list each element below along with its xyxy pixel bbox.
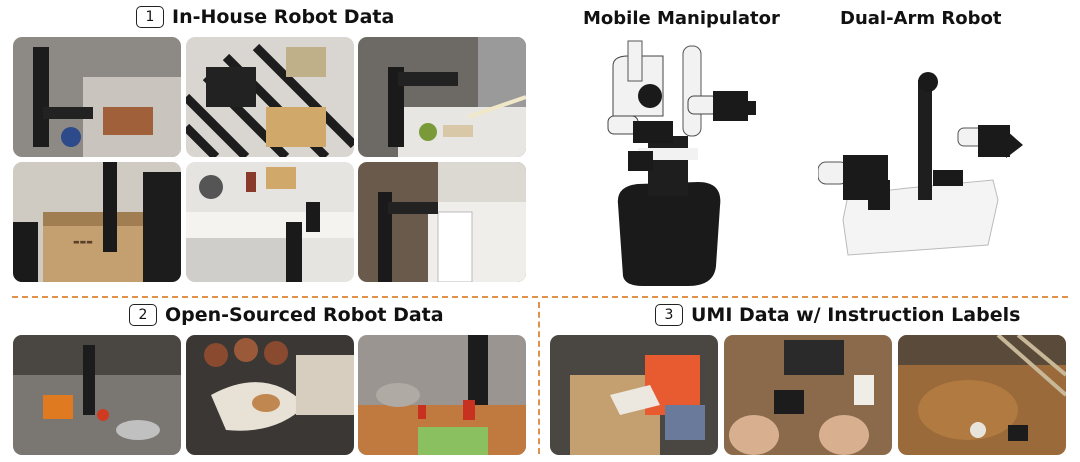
- section-number-badge: 2: [129, 304, 157, 326]
- mobile-manipulator-title: Mobile Manipulator: [583, 8, 780, 29]
- robot-box-photo: ▬▬▬: [13, 162, 181, 282]
- umi-title: 3 UMI Data w/ Instruction Labels: [655, 304, 1020, 326]
- robot-bread-photo: [186, 335, 354, 455]
- robot-cabinet-photo: [358, 162, 526, 282]
- open-sourced-title-text: Open-Sourced Robot Data: [165, 304, 444, 326]
- in-house-title: 1 In-House Robot Data: [136, 6, 394, 28]
- open-sourced-title: 2 Open-Sourced Robot Data: [129, 304, 444, 326]
- section-number-badge: 3: [655, 304, 683, 326]
- umi-tray-photo: [550, 335, 718, 455]
- svg-text:▬▬▬: ▬▬▬: [73, 238, 93, 246]
- mobile-manipulator-image: [588, 36, 768, 288]
- dual-arm-robot-title: Dual-Arm Robot: [840, 8, 1002, 29]
- robot-bowl-photo: [358, 335, 526, 455]
- umi-wood-table-photo: [898, 335, 1066, 455]
- in-house-title-text: In-House Robot Data: [172, 6, 395, 28]
- robot-pan-photo: [13, 335, 181, 455]
- robot-sofa-photo: [13, 37, 181, 157]
- robot-table-fruit-photo: [358, 37, 526, 157]
- umi-title-text: UMI Data w/ Instruction Labels: [691, 304, 1021, 326]
- dual-arm-robot-image: [818, 70, 1028, 260]
- section-divider-horizontal: [12, 296, 1068, 298]
- section-divider-vertical: [538, 302, 540, 454]
- robot-kitchen-photo: [186, 162, 354, 282]
- section-number-badge: 1: [136, 6, 164, 28]
- robot-basket-photo: [186, 37, 354, 157]
- umi-hands-photo: [724, 335, 892, 455]
